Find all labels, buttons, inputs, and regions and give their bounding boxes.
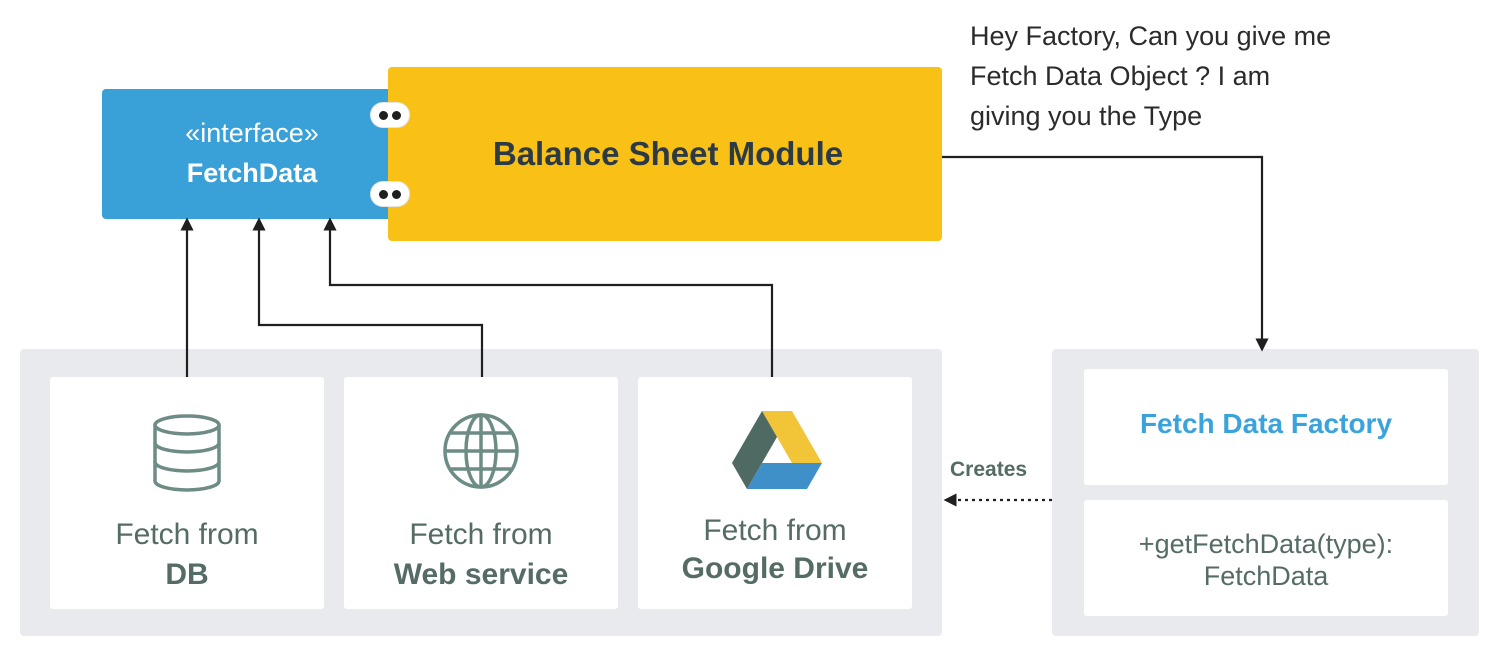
source-line1: Fetch from: [115, 518, 259, 551]
database-icon: [153, 414, 221, 492]
google-drive-icon: [732, 411, 822, 489]
source-line2: DB: [165, 558, 209, 591]
source-card-google-drive: Fetch from Google Drive: [638, 377, 912, 609]
request-note: Hey Factory, Can you give me Fetch Data …: [970, 16, 1400, 136]
source-line1: Fetch from: [409, 518, 553, 551]
interface-name: FetchData: [186, 158, 318, 188]
note-line-3: giving you the Type: [970, 101, 1203, 131]
globe-icon: [443, 413, 519, 489]
port-dot: [379, 111, 388, 120]
factory-title: Fetch Data Factory: [1139, 408, 1393, 439]
source-card-web-service: Fetch from Web service: [344, 377, 618, 609]
interface-stereotype: «interface»: [185, 118, 319, 148]
port-connector-top: [371, 103, 409, 127]
port-dot: [379, 190, 388, 199]
arrow-module-to-factory: [942, 155, 1269, 352]
port-connector-bottom: [371, 182, 409, 206]
note-line-2: Fetch Data Object ? I am: [970, 61, 1271, 91]
source-line1: Fetch from: [703, 514, 847, 547]
source-line2: Web service: [393, 558, 569, 591]
factory-method-line2: FetchData: [1203, 561, 1329, 591]
factory-title-card: Fetch Data Factory: [1084, 369, 1448, 485]
creates-label: Creates: [950, 458, 1028, 481]
factory-method-line1: +getFetchData(type):: [1138, 529, 1394, 559]
balance-sheet-module-box: Balance Sheet Module: [388, 67, 942, 241]
fetchdata-interface-box: «interface» FetchData: [102, 89, 402, 219]
note-line-1: Hey Factory, Can you give me: [970, 21, 1332, 51]
factory-method-card: +getFetchData(type): FetchData: [1084, 500, 1448, 616]
port-dot: [392, 190, 401, 199]
source-line2: Google Drive: [681, 552, 869, 585]
port-dot: [392, 111, 401, 120]
source-card-db: Fetch from DB: [50, 377, 324, 609]
module-title: Balance Sheet Module: [492, 135, 844, 172]
